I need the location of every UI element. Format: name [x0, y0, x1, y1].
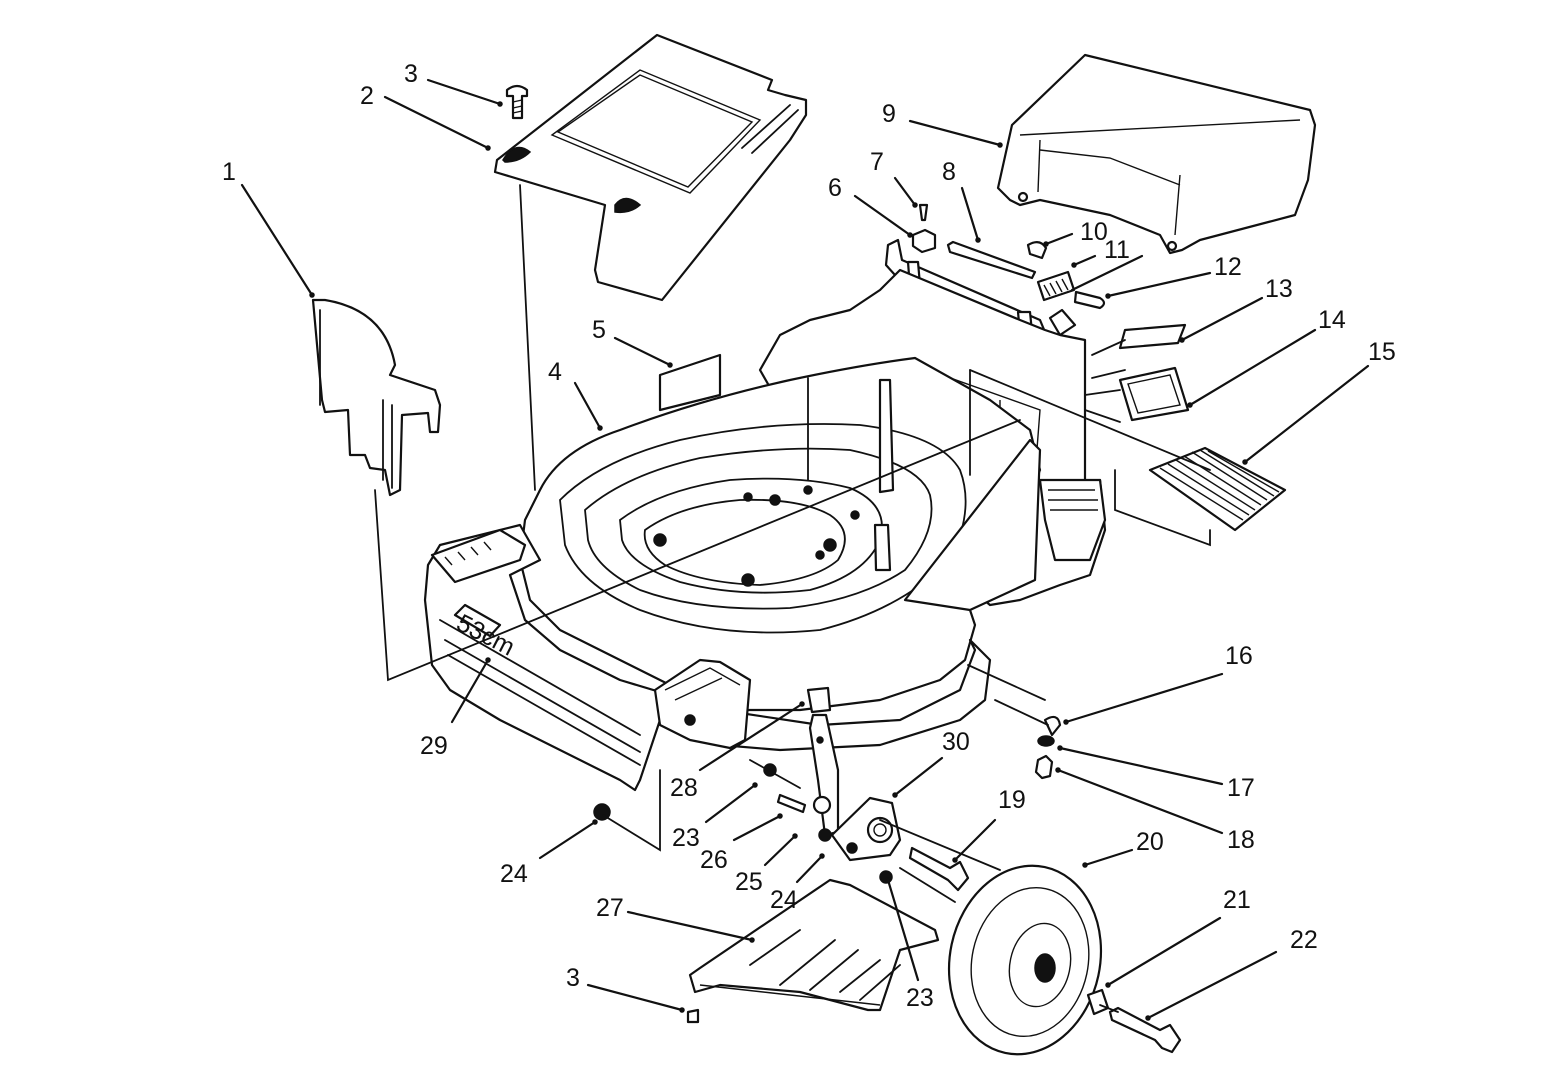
callout-24-center: 24: [770, 886, 798, 914]
screw-top: [505, 84, 529, 120]
callout-4: 4: [548, 358, 562, 386]
callout-24-left: 24: [500, 860, 528, 888]
callout-21: 21: [1223, 886, 1251, 914]
callout-25: 25: [735, 868, 763, 896]
callout-16: 16: [1225, 642, 1253, 670]
bolt-26: [776, 793, 807, 814]
leader-lines: [240, 78, 1370, 1021]
callout-29: 29: [420, 732, 448, 760]
callout-20: 20: [1136, 828, 1164, 856]
callout-8: 8: [942, 158, 956, 186]
label-13: [1118, 323, 1187, 350]
front-axle-bracket: [806, 686, 840, 837]
rear-guard: [996, 53, 1317, 255]
side-discharge-plate: [311, 298, 442, 497]
part-7-screw: [918, 203, 929, 222]
screw-3-bottom: [686, 1008, 700, 1024]
decal-5: [658, 353, 722, 412]
spring-16: [1043, 715, 1062, 737]
washer-17: [1037, 735, 1055, 747]
wheel-carrier-30: [830, 796, 902, 862]
wheel-20: [947, 864, 1103, 1056]
callout-9: 9: [882, 100, 896, 128]
part-10-knob: [1026, 241, 1048, 260]
callout-2: 2: [360, 82, 374, 110]
callout-5: 5: [592, 316, 606, 344]
callout-12: 12: [1214, 253, 1242, 281]
nut-18: [1034, 754, 1054, 780]
callout-27: 27: [596, 894, 624, 922]
part-11-spring: [1036, 270, 1076, 302]
callout-23-lower: 23: [906, 984, 934, 1012]
axle-bolt-22: [1108, 1006, 1182, 1054]
part-6-bracket: [911, 228, 937, 254]
part-12-bushing: [1073, 290, 1106, 310]
callout-14: 14: [1318, 306, 1346, 334]
callout-22: 22: [1290, 926, 1318, 954]
callout-28: 28: [670, 774, 698, 802]
callout-10: 10: [1080, 218, 1108, 246]
callout-30: 30: [942, 728, 970, 756]
callout-15: 15: [1368, 338, 1396, 366]
callout-6: 6: [828, 174, 842, 202]
callout-23-left: 23: [672, 824, 700, 852]
mower-deck: 53cm: [423, 268, 1107, 792]
rear-cover: [493, 33, 808, 302]
callout-19: 19: [998, 786, 1026, 814]
bushing-21: [1086, 988, 1110, 1016]
callout-3-bottom: 3: [566, 964, 580, 992]
callout-13: 13: [1265, 275, 1293, 303]
grille-15: [1148, 446, 1287, 532]
assembly-guide-lines: [374, 184, 1211, 1013]
callout-11: 11: [1104, 236, 1130, 264]
nut-24-center: [818, 828, 832, 842]
callout-17: 17: [1227, 774, 1255, 802]
callout-1: 1: [222, 158, 236, 186]
grommet-14: [1118, 366, 1190, 422]
callout-7: 7: [870, 148, 884, 176]
callout-labels: 1 2 3 3 4 5 6 7 8 9 10 11 12 13 14 15 16…: [222, 60, 1396, 1012]
part-8-rod: [946, 240, 1037, 280]
bolt-19: [908, 846, 970, 892]
callout-18: 18: [1227, 826, 1255, 854]
callout-3-top: 3: [404, 60, 418, 88]
baffle-27: [688, 878, 940, 1012]
callout-26: 26: [700, 846, 728, 874]
